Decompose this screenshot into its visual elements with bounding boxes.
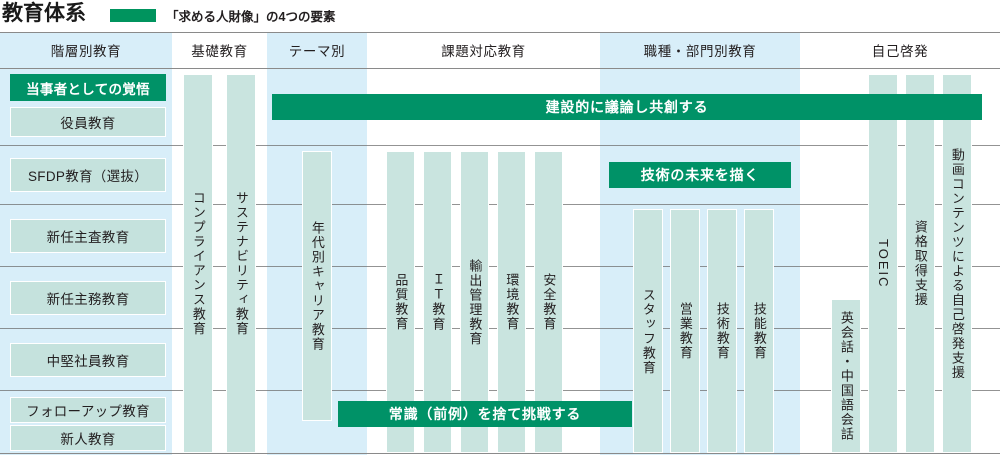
- legend-swatch-icon: [110, 8, 156, 22]
- column-header-basic: 基礎教育: [191, 44, 248, 59]
- hierarchy-item-followup[interactable]: フォローアップ教育: [10, 397, 166, 423]
- issue-edu-quality-label: 品質教育: [393, 273, 409, 331]
- basic-edu-compliance[interactable]: コンプライアンス教育: [183, 74, 213, 453]
- basic-edu-sustainability-label: サステナビリティ教育: [233, 191, 249, 336]
- dept-edu-staff[interactable]: スタッフ教育: [633, 209, 663, 453]
- banner-future-technology[interactable]: 技術の未来を描く: [609, 162, 791, 188]
- column-header-theme: テーマ別: [288, 44, 346, 59]
- self-dev-toeic[interactable]: TOEIC: [868, 74, 898, 453]
- basic-edu-sustainability[interactable]: サステナビリティ教育: [226, 74, 256, 453]
- hierarchy-item-sfdp[interactable]: SFDP教育（選抜）: [10, 158, 166, 192]
- hierarchy-item-senior[interactable]: 新任主務教育: [10, 281, 166, 315]
- theme-edu-career[interactable]: 年代別キャリア教育: [302, 151, 332, 421]
- column-header-issue: 課題対応教育: [441, 44, 526, 59]
- dept-edu-sales-label: 営業教育: [677, 302, 693, 360]
- legend: 「求める人財像」の4つの要素: [110, 5, 335, 25]
- self-dev-conversation[interactable]: 英会話・中国語会話: [831, 299, 861, 453]
- banner-constructive-discussion[interactable]: 建設的に議論し共創する: [272, 94, 982, 120]
- self-dev-certification-label: 資格取得支援: [912, 220, 928, 307]
- self-dev-conversation-label: 英会話・中国語会話: [838, 310, 854, 442]
- issue-edu-export-label: 輸出管理教育: [467, 258, 483, 346]
- self-dev-video[interactable]: 動画コンテンツによる自己啓発支援: [942, 74, 972, 453]
- self-dev-certification[interactable]: 資格取得支援: [905, 74, 935, 453]
- self-dev-video-label: 動画コンテンツによる自己啓発支援: [949, 147, 965, 380]
- chart-bottom-rule: [0, 453, 1000, 454]
- row-divider-1: [0, 145, 1000, 146]
- dept-edu-technical-label: 技術教育: [714, 302, 730, 360]
- hierarchy-item-executive[interactable]: 役員教育: [10, 107, 166, 137]
- hierarchy-item-newcomer[interactable]: 新人教育: [10, 425, 166, 451]
- theme-edu-career-label: 年代別キャリア教育: [309, 220, 325, 352]
- issue-edu-environment-label: 環境教育: [504, 273, 520, 331]
- chart-body: 階層別教育 基礎教育 テーマ別 課題対応教育 職種・部門別教育 自己啓発 当事者…: [0, 32, 1000, 455]
- dept-edu-skill-label: 技能教育: [751, 302, 767, 360]
- hierarchy-item-chief[interactable]: 新任主査教育: [10, 219, 166, 253]
- dept-edu-technical[interactable]: 技術教育: [707, 209, 737, 453]
- hierarchy-item-awareness[interactable]: 当事者としての覚悟: [10, 74, 166, 101]
- basic-edu-compliance-label: コンプライアンス教育: [190, 191, 206, 336]
- column-header-department: 職種・部門別教育: [643, 44, 757, 59]
- header-top-rule: [0, 32, 1000, 33]
- column-header-self: 自己啓発: [871, 44, 929, 59]
- hierarchy-item-midlevel[interactable]: 中堅社員教育: [10, 343, 166, 377]
- issue-edu-safety-label: 安全教育: [541, 273, 557, 331]
- banner-challenge-convention[interactable]: 常識（前例）を捨て挑戦する: [338, 401, 632, 427]
- header-bottom-rule: [0, 68, 1000, 69]
- dept-edu-sales[interactable]: 営業教育: [670, 209, 700, 453]
- dept-edu-skill[interactable]: 技能教育: [744, 209, 774, 453]
- page-title: 教育体系: [2, 2, 86, 25]
- issue-edu-it-label: ＩＴ教育: [430, 272, 446, 332]
- title-row: 教育体系 「求める人財像」の4つの要素: [0, 0, 1000, 30]
- self-dev-toeic-label: TOEIC: [875, 238, 891, 289]
- dept-edu-staff-label: スタッフ教育: [640, 287, 656, 375]
- column-header-hierarchy: 階層別教育: [50, 44, 122, 59]
- legend-label: 「求める人財像」の4つの要素: [166, 9, 336, 24]
